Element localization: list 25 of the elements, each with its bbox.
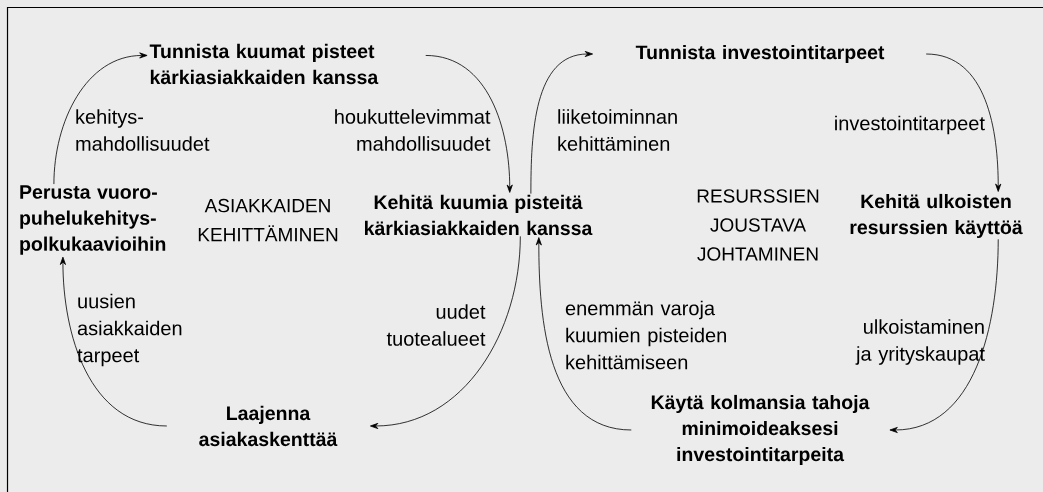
step-text: Tunnista investointitarpeet [635, 44, 885, 64]
edge-label: enemmän varoja kuumien pisteiden kehittämiseen [565, 300, 726, 370]
arrow [889, 238, 999, 433]
arrow [425, 55, 513, 193]
edge-label: uudet tuotealueet [386, 304, 486, 346]
arrow [53, 52, 148, 185]
edge-label: kehitys- mahdollisuudet [76, 109, 210, 151]
section-heading: RESURSSIEN JOUSTAVA JOHTAMINEN [697, 189, 819, 261]
edge-label: houkuttelevimmat mahdollisuudet [335, 109, 491, 151]
edge-label: investointitarpeet [835, 115, 985, 135]
step-text: Tunnista kuumat pisteet kärkiasiakkaiden kanssa [149, 43, 379, 85]
arrow [925, 53, 1002, 192]
section-heading: ASIAKKAIDEN KEHITTÄMINEN [198, 198, 338, 242]
step-text: Käytä kolmansia tahoja minimoideaksesi investointitarpeita [651, 394, 870, 466]
edge-label: uusien asiakkaiden tarpeet [77, 293, 182, 367]
step-text: Kehitä kuumia pisteitä kärkiasiakkaiden kanssa [365, 194, 593, 236]
arrow [59, 256, 168, 427]
step-text: Laajenna asiakaskenttää [199, 405, 338, 447]
step-text: Perusta vuoro- puhelukehitys- polkukaavioihin [20, 185, 166, 255]
edge-label: ulkoistaminen ja yrityskaupat [855, 319, 985, 365]
arrow [370, 235, 521, 429]
arrow [535, 237, 632, 431]
arrow [530, 51, 593, 195]
edge-label: liiketoiminnan kehittäminen [558, 109, 677, 151]
step-text: Kehitä ulkoisten resurssien käyttöä [850, 193, 1023, 239]
